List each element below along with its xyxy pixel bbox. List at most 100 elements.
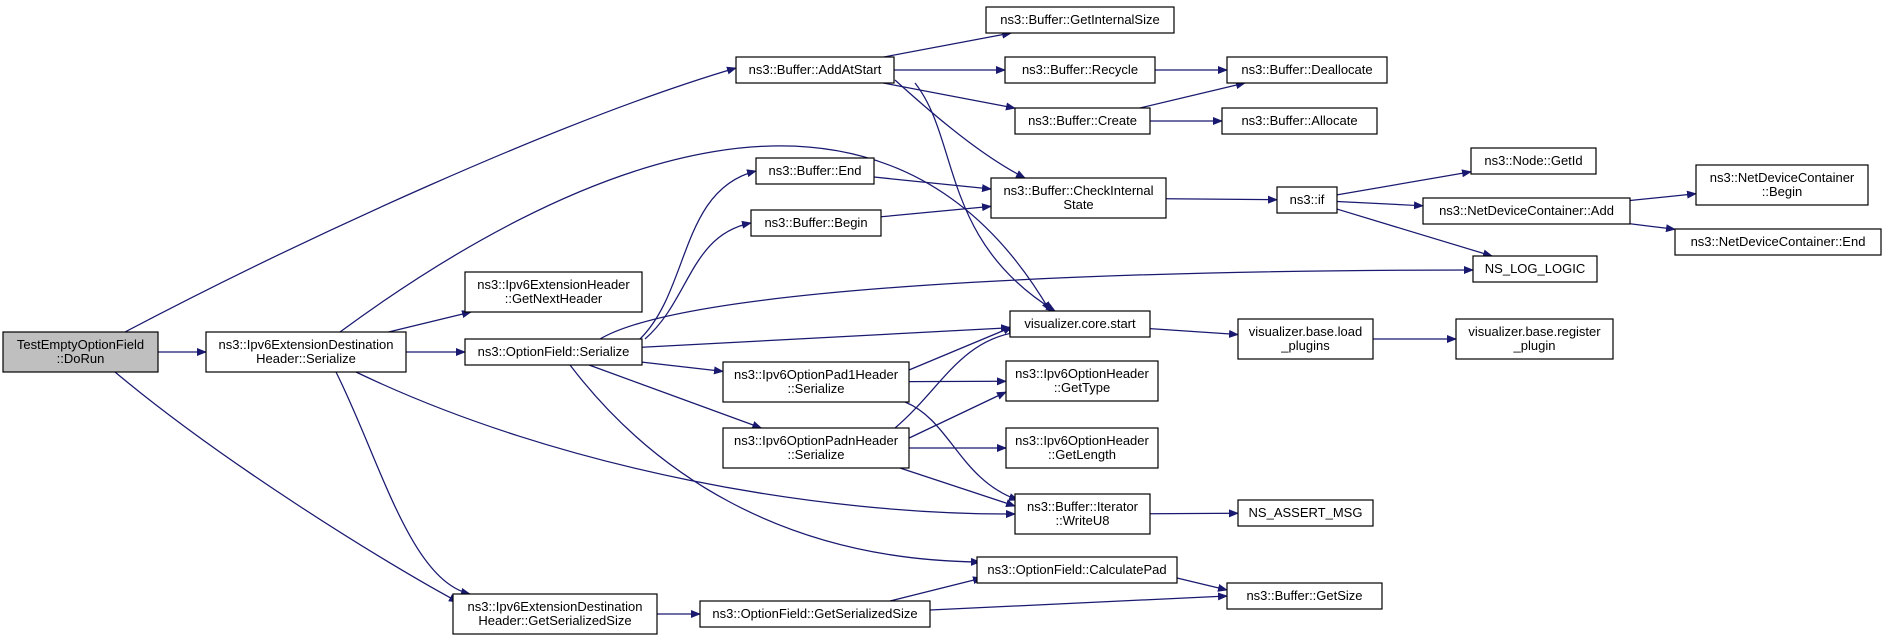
node-label-line: visualizer.core.start <box>1024 316 1136 331</box>
node-buffer-getinternalsize[interactable]: ns3::Buffer::GetInternalSize <box>985 6 1175 34</box>
node-box <box>1276 186 1338 214</box>
node-label-line: ns3::OptionField::GetSerializedSize <box>712 606 917 621</box>
node-box <box>1005 427 1159 469</box>
node-label-line: NS_LOG_LOGIC <box>1485 261 1585 276</box>
node-label-line: ::WriteU8 <box>1056 513 1110 528</box>
node-optionfield-getserializedsize[interactable]: ns3::OptionField::GetSerializedSize <box>699 600 931 628</box>
node-box <box>1221 107 1378 135</box>
node-visualizer-base-register-plugin[interactable]: visualizer.base.register_plugin <box>1455 318 1614 360</box>
node-label-line: visualizer.base.register <box>1468 324 1601 339</box>
node-box <box>1455 318 1614 360</box>
edge-begin-to-check <box>880 203 992 218</box>
node-box <box>2 331 159 373</box>
node-ipv6optionheader-getlength[interactable]: ns3::Ipv6OptionHeader::GetLength <box>1005 427 1159 469</box>
edge-of_ser-to-pad1 <box>641 361 724 375</box>
edge-vcs-to-loadplugins <box>1149 328 1239 338</box>
node-ipv6extensionheader-getnextheader[interactable]: ns3::Ipv6ExtensionHeader::GetNextHeader <box>464 271 643 313</box>
node-box <box>1472 255 1598 283</box>
node-testemptyoptionfield-dorun[interactable]: TestEmptyOptionField::DoRun <box>2 331 159 373</box>
node-box <box>755 157 875 185</box>
node-ns3-if[interactable]: ns3::if <box>1276 186 1338 214</box>
edge-dest_ser-to-getnext <box>388 310 472 333</box>
edge-addatstart-to-check <box>894 79 1026 179</box>
edge-calcpad-to-getsize <box>1176 577 1228 592</box>
node-box <box>464 271 643 313</box>
edge-layer <box>114 30 1697 618</box>
node-box <box>1674 228 1882 256</box>
node-visualizer-base-load-plugins[interactable]: visualizer.base.load_plugins <box>1237 318 1374 360</box>
edge-padn-to-writeu8 <box>899 467 1016 507</box>
node-label-line: ns3::Ipv6ExtensionDestination <box>219 337 394 352</box>
node-label-line: _plugins <box>1280 338 1330 353</box>
node-netdevicecontainer-add[interactable]: ns3::NetDeviceContainer::Add <box>1422 197 1631 225</box>
node-label-line: ns3::Buffer::Begin <box>764 215 867 230</box>
edge-pad1-to-writeu8 <box>904 401 1019 501</box>
node-box <box>1005 360 1159 402</box>
node-box <box>1004 56 1156 84</box>
node-optionfield-serialize[interactable]: ns3::OptionField::Serialize <box>464 338 643 366</box>
edge-of_ser-to-loglogic <box>599 266 1474 340</box>
node-label-line: NS_ASSERT_MSG <box>1249 505 1363 520</box>
node-buffer-end[interactable]: ns3::Buffer::End <box>755 157 875 185</box>
node-optionfield-calculatepad[interactable]: ns3::OptionField::CalculatePad <box>976 556 1178 584</box>
edge-dest_ser-to-vcs <box>339 145 1051 333</box>
node-netdevicecontainer-end[interactable]: ns3::NetDeviceContainer::End <box>1674 228 1882 256</box>
node-label-line: ::Serialize <box>787 381 844 396</box>
node-box <box>1695 164 1869 206</box>
edge-dest_ser-to-writeu8 <box>355 371 1016 519</box>
node-buffer-deallocate[interactable]: ns3::Buffer::Deallocate <box>1226 56 1388 84</box>
node-buffer-allocate[interactable]: ns3::Buffer::Allocate <box>1221 107 1378 135</box>
edge-if-to-getid <box>1336 169 1472 196</box>
node-label-line: ns3::Buffer::Deallocate <box>1241 62 1372 77</box>
node-label-line: _plugin <box>1513 338 1556 353</box>
node-label-line: ns3::Buffer::Iterator <box>1027 499 1139 514</box>
edge-ndcadd-to-ndcbegin <box>1629 190 1697 202</box>
edge-addatstart-to-getinternal <box>883 30 1013 58</box>
node-ns-assert-msg[interactable]: NS_ASSERT_MSG <box>1237 499 1374 527</box>
node-ns-log-logic[interactable]: NS_LOG_LOGIC <box>1472 255 1598 283</box>
node-ipv6optionpadnheader-serialize[interactable]: ns3::Ipv6OptionPadnHeader::Serialize <box>722 427 910 469</box>
node-label-line: ::GetLength <box>1048 447 1116 462</box>
node-visualizer-core-start[interactable]: visualizer.core.start <box>1009 310 1151 338</box>
node-box <box>1237 499 1374 527</box>
node-buffer-recycle[interactable]: ns3::Buffer::Recycle <box>1004 56 1156 84</box>
node-buffer-getsize[interactable]: ns3::Buffer::GetSize <box>1226 582 1383 610</box>
node-box <box>1422 197 1631 225</box>
node-label-line: TestEmptyOptionField <box>17 337 144 352</box>
node-label-line: ns3::NetDeviceContainer <box>1710 170 1855 185</box>
edge-dorun-to-dest_gss <box>114 371 459 603</box>
node-buffer-addatstart[interactable]: ns3::Buffer::AddAtStart <box>735 56 895 84</box>
node-ipv6optionpad1header-serialize[interactable]: ns3::Ipv6OptionPad1Header::Serialize <box>722 361 910 403</box>
node-ipv6extensiondestinationheader-serialize[interactable]: ns3::Ipv6ExtensionDestinationHeader::Ser… <box>205 331 407 373</box>
edge-check-to-if <box>1165 195 1278 204</box>
node-label-line: ns3::Buffer::GetSize <box>1246 588 1362 603</box>
node-label-line: ns3::if <box>1290 192 1325 207</box>
edge-pad1-to-vcs <box>908 326 1013 371</box>
node-buffer-iterator-writeu8[interactable]: ns3::Buffer::Iterator::WriteU8 <box>1014 493 1151 535</box>
edge-create-to-dealloc <box>1139 81 1246 109</box>
node-ipv6extensiondestinationheader-getserializedsize[interactable]: ns3::Ipv6ExtensionDestinationHeader::Get… <box>452 593 658 635</box>
node-buffer-begin[interactable]: ns3::Buffer::Begin <box>750 209 882 237</box>
edge-ndcadd-to-ndcend <box>1629 223 1676 233</box>
node-label-line: ns3::NetDeviceContainer::Add <box>1439 203 1614 218</box>
node-label-line: ns3::NetDeviceContainer::End <box>1691 234 1866 249</box>
node-label-line: ns3::Buffer::Allocate <box>1241 113 1357 128</box>
node-ipv6optionheader-gettype[interactable]: ns3::Ipv6OptionHeader::GetType <box>1005 360 1159 402</box>
node-box <box>750 209 882 237</box>
node-buffer-create[interactable]: ns3::Buffer::Create <box>1014 107 1151 135</box>
node-label-line: ns3::Ipv6OptionPadnHeader <box>734 433 899 448</box>
node-netdevicecontainer-begin[interactable]: ns3::NetDeviceContainer::Begin <box>1695 164 1869 206</box>
node-node-getid[interactable]: ns3::Node::GetId <box>1470 147 1597 175</box>
node-label-line: State <box>1063 197 1093 212</box>
node-box <box>990 177 1167 219</box>
node-box <box>452 593 658 635</box>
node-label-line: ns3::Buffer::CheckInternal <box>1003 183 1153 198</box>
node-box <box>1237 318 1374 360</box>
node-box <box>1470 147 1597 175</box>
node-box <box>722 361 910 403</box>
edge-padn-to-gettype <box>904 391 1007 441</box>
node-label-line: ns3::Ipv6OptionPad1Header <box>734 367 899 382</box>
node-label-line: ns3::Buffer::AddAtStart <box>749 62 882 77</box>
edge-of_ser-to-vcs <box>641 324 1011 348</box>
